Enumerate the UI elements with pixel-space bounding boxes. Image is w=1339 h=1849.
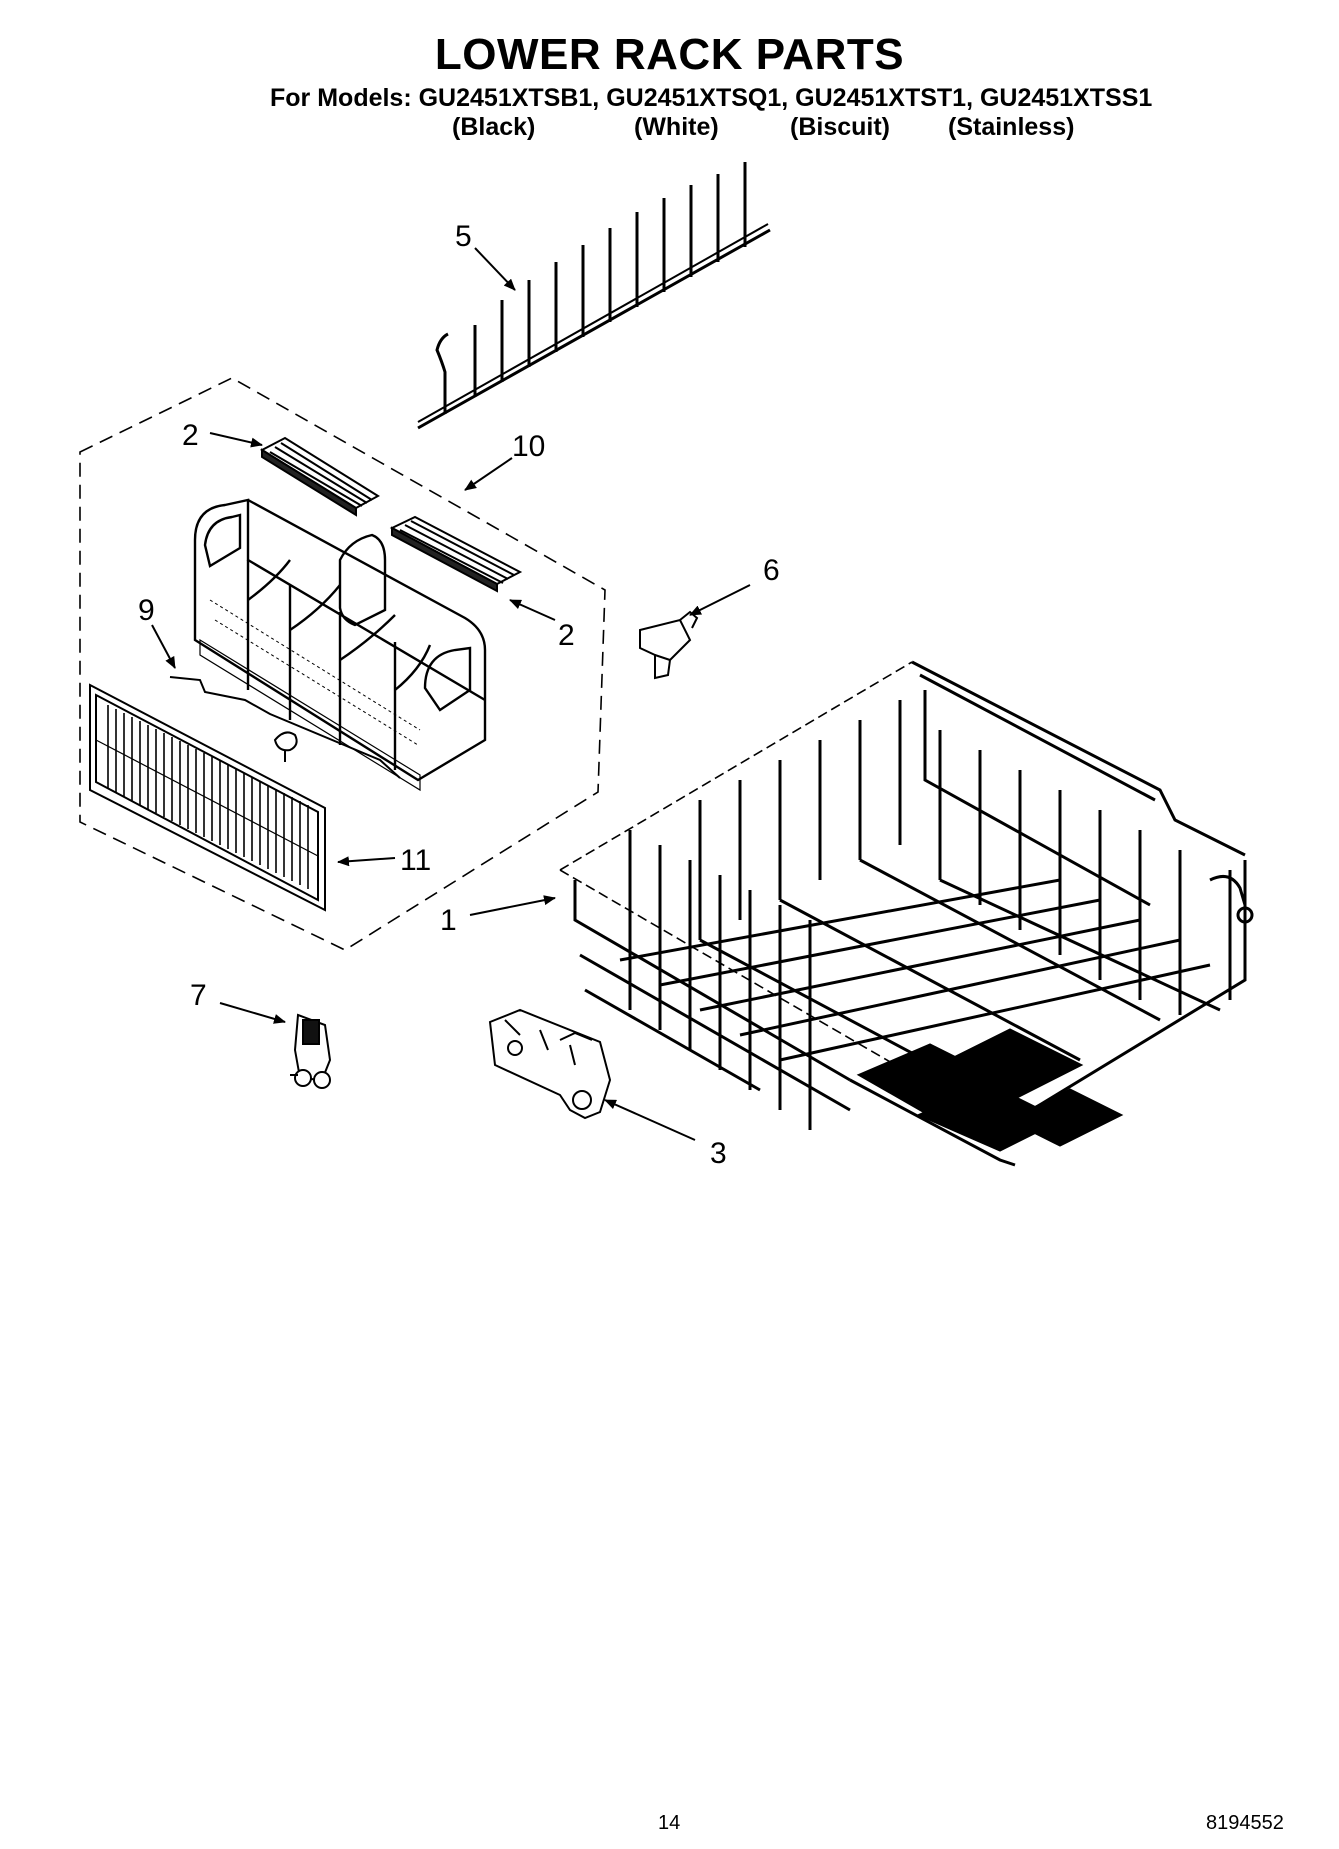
- document-number: 8194552: [1206, 1812, 1284, 1834]
- callout-9: 9: [138, 594, 155, 627]
- page-number: 14: [658, 1812, 681, 1834]
- part-9-handle-bar: [169, 676, 401, 779]
- leader-1: [469, 895, 556, 916]
- part-3-rack-slide-clip: [488, 1008, 612, 1120]
- part-2-basket-lid-left: [259, 436, 380, 517]
- basket-assembly-outline: [79, 377, 606, 951]
- leader-2a: [209, 432, 263, 448]
- callout-5: 5: [455, 220, 472, 253]
- callout-11: 11: [400, 844, 431, 877]
- callout-3: 3: [710, 1137, 727, 1170]
- leader-10: [464, 457, 513, 491]
- part-5-tine-row: [417, 162, 771, 430]
- part-11-basket-grid: [89, 683, 326, 912]
- part-7-roller-bracket: [290, 1013, 332, 1089]
- variant-stainless: (Stainless): [948, 113, 1075, 141]
- part-1-lower-rack: [559, 660, 1254, 1167]
- callout-10: 10: [512, 430, 545, 463]
- part-10-basket-lid-right: [389, 515, 523, 593]
- leader-5: [474, 247, 516, 291]
- leader-11: [337, 856, 396, 867]
- part-6-rack-clip: [639, 610, 699, 680]
- callout-7: 7: [190, 979, 207, 1012]
- leader-3: [604, 1099, 696, 1141]
- callout-leaders: [151, 247, 751, 1141]
- callout-2-right: 2: [558, 619, 575, 652]
- variant-black: (Black): [452, 113, 536, 141]
- callout-6: 6: [763, 554, 780, 587]
- variant-white: (White): [634, 113, 719, 141]
- models-line: For Models: GU2451XTSB1, GU2451XTSQ1, GU…: [270, 84, 1153, 112]
- page-title: LOWER RACK PARTS: [434, 30, 905, 79]
- leader-9: [151, 624, 176, 669]
- leader-2b: [509, 599, 556, 621]
- callout-2-left: 2: [182, 419, 199, 452]
- callout-1: 1: [440, 904, 457, 937]
- silverware-basket: [193, 498, 487, 792]
- leader-7: [219, 1002, 286, 1024]
- variant-biscuit: (Biscuit): [790, 113, 890, 141]
- leader-6: [689, 584, 751, 616]
